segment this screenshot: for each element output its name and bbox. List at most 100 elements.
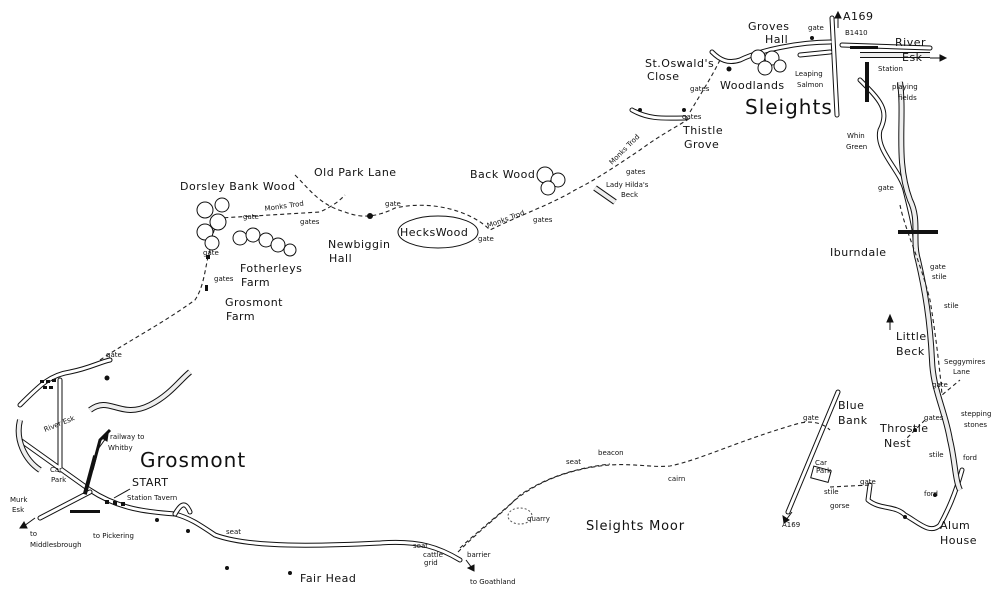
label-gates: gates <box>626 168 646 176</box>
label-woodlands: Woodlands <box>720 79 785 92</box>
label-b1410: B1410 <box>845 29 868 37</box>
label-dorsley-bank-wood: Dorsley Bank Wood <box>180 180 296 193</box>
label-stones: stones <box>964 421 987 429</box>
label-gates: gates <box>533 216 553 224</box>
label-station: Station <box>878 65 903 73</box>
label-gate: gate <box>385 200 401 208</box>
label-car-park-2: Park <box>816 467 832 475</box>
label-beacon: beacon <box>598 449 624 457</box>
label-stepping: stepping <box>961 410 991 418</box>
label-start: START <box>132 476 168 489</box>
label-gate: gate <box>878 184 894 192</box>
label-fields: fields <box>898 94 917 102</box>
label-a169-south: A169 <box>782 521 800 529</box>
town-grosmont: Grosmont <box>140 448 246 472</box>
label-gates: gates <box>690 85 710 93</box>
label-leaping: Leaping <box>795 70 823 78</box>
label-gate: gate <box>203 249 219 257</box>
label-railway-to: railway to <box>110 433 144 441</box>
label-close: Close <box>647 70 679 83</box>
label-grove: Grove <box>684 138 719 151</box>
label-little-beck: Beck <box>896 345 925 358</box>
label-a169-north: A169 <box>843 10 874 23</box>
label-murk: Murk <box>10 496 28 504</box>
label-gate: gate <box>808 24 824 32</box>
label-green: Green <box>846 143 867 151</box>
label-barrier: barrier <box>467 551 491 559</box>
label-murk-esk: Esk <box>12 506 25 514</box>
label-nest: Nest <box>884 437 911 450</box>
label-hecks-wood: HecksWood <box>400 226 468 239</box>
label-seat: seat <box>413 542 428 550</box>
label-fair-head: Fair Head <box>300 572 356 585</box>
town-sleights: Sleights <box>745 95 833 119</box>
label-gate: gate <box>106 351 122 359</box>
label-grid: grid <box>424 559 438 567</box>
label-stile: stile <box>932 273 947 281</box>
woods <box>196 49 832 525</box>
label-blue: Blue <box>838 399 864 412</box>
label-old-park-lane: Old Park Lane <box>314 166 397 179</box>
label-playing: playing <box>892 83 918 91</box>
label-iburndale: Iburndale <box>830 246 887 259</box>
label-throstle: Throstle <box>879 422 929 435</box>
label-gorse: gorse <box>830 502 850 510</box>
label-seggymires: Seggymires <box>944 358 986 366</box>
arrows <box>19 10 948 572</box>
roads <box>17 15 965 563</box>
label-quarry: quarry <box>527 515 550 523</box>
label-monks-trod: Monks Trod <box>486 209 526 230</box>
label-farm: Farm <box>241 276 270 289</box>
label-to-goathland: to Goathland <box>470 578 516 586</box>
label-gate: gate <box>932 381 948 389</box>
label-house: House <box>940 534 977 547</box>
label-park: Park <box>51 476 67 484</box>
label-gate: gate <box>478 235 494 243</box>
label-gates: gates <box>682 113 702 121</box>
label-esk: Esk <box>902 51 923 64</box>
label-car-park: Car <box>815 459 827 467</box>
label-sleights-moor: Sleights Moor <box>586 519 685 534</box>
label-ford: ford <box>963 454 977 462</box>
label-salmon: Salmon <box>797 81 823 89</box>
start-pointer-arrow-icon <box>113 488 131 499</box>
label-ford: ford <box>924 490 938 498</box>
label-grosmont-farm: Grosmont <box>225 296 283 309</box>
label-newbiggin-hall: Hall <box>329 252 352 265</box>
label-groves: Groves <box>748 20 790 33</box>
label-st-oswalds: St.Oswald's <box>645 57 714 70</box>
label-cattle: cattle <box>423 551 443 559</box>
label-cairn: cairn <box>668 475 685 483</box>
label-gate: gate <box>860 478 876 486</box>
label-to: to <box>30 530 37 538</box>
label-river: River <box>895 36 926 49</box>
label-gates: gates <box>214 275 234 283</box>
label-gates: gates <box>924 414 944 422</box>
label-whitby: Whitby <box>108 444 133 452</box>
label-gate: gate <box>930 263 946 271</box>
label-gate: gate <box>243 213 259 221</box>
label-station-tavern: Station Tavern <box>127 494 177 502</box>
label-farm: Farm <box>226 310 255 323</box>
label-middlesbrough: Middlesbrough <box>30 541 82 549</box>
label-monks-trod: Monks Trod <box>264 200 304 213</box>
rivers <box>15 52 963 492</box>
label-monks-trod: Monks Trod <box>608 133 642 167</box>
label-to-pickering: to Pickering <box>93 532 134 540</box>
label-beck: Beck <box>621 191 639 199</box>
label-fotherleys: Fotherleys <box>240 262 302 275</box>
label-gates: gates <box>300 218 320 226</box>
buildings <box>40 36 938 575</box>
label-seat: seat <box>566 458 581 466</box>
label-newbiggin: Newbiggin <box>328 238 391 251</box>
label-stile: stile <box>929 451 944 459</box>
label-back-wood: Back Wood <box>470 168 535 181</box>
label-lane: Lane <box>953 368 970 376</box>
label-stile: stile <box>824 488 839 496</box>
label-seat: seat <box>226 528 241 536</box>
label-alum: Alum <box>940 519 970 532</box>
label-little: Little <box>896 330 927 343</box>
label-car: Car <box>50 466 62 474</box>
